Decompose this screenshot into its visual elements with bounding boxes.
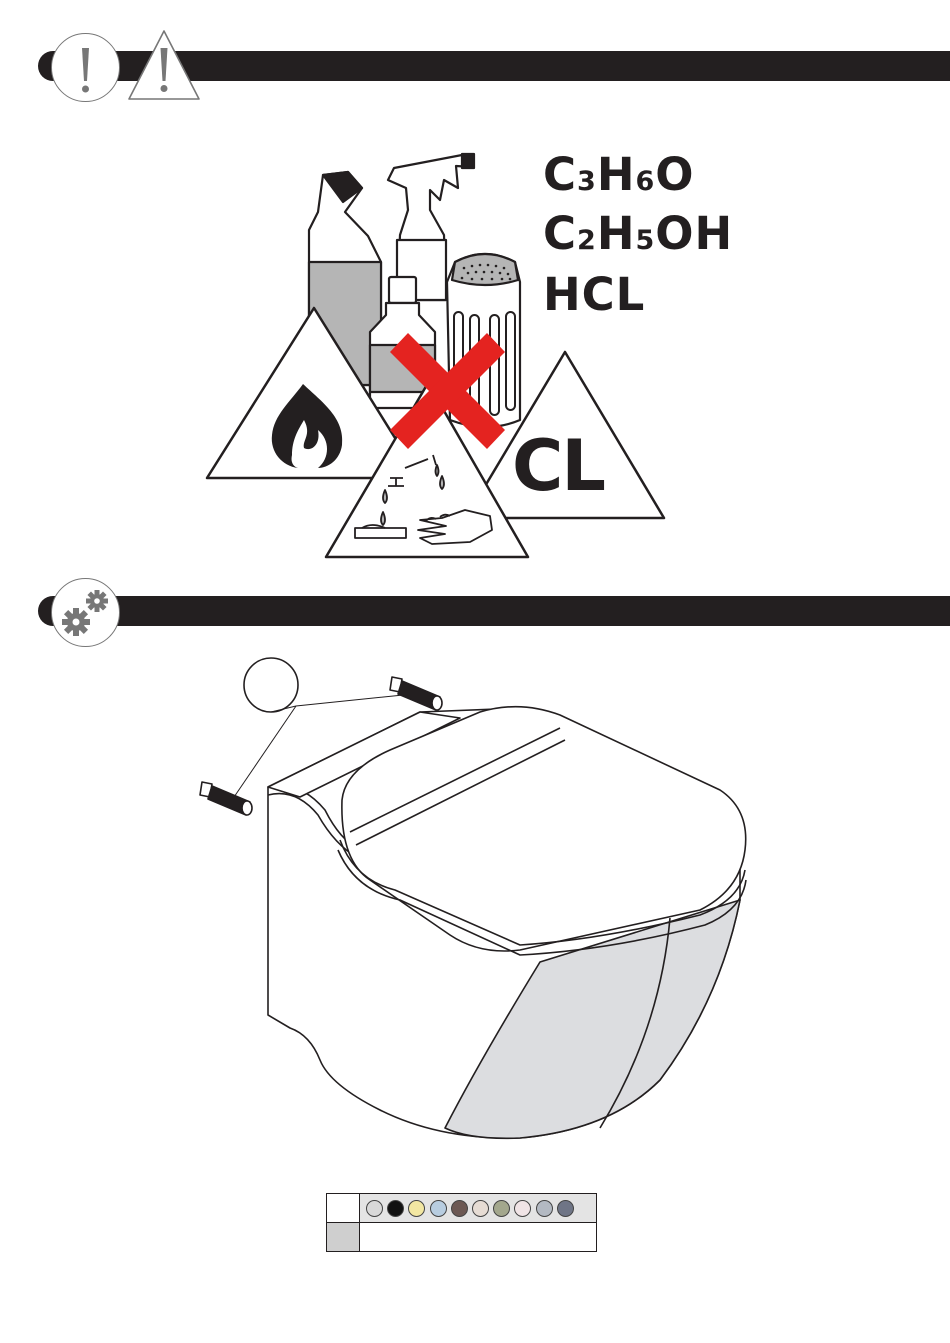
fixing-bolt [390,677,442,710]
color-swatch [493,1200,510,1217]
color-swatch [514,1200,531,1217]
formula-symbol: C [543,207,577,260]
color-swatch [408,1200,425,1217]
color-swatch [366,1200,383,1217]
warning-triangle-icon [126,28,202,102]
exclamation-circle-icon [51,33,120,102]
formula-symbol: O [655,148,694,201]
color-swatch-table [326,1193,597,1252]
formula-symbol: HCL [543,268,645,321]
color-swatch [430,1200,447,1217]
formula-subscript: 2 [577,225,597,256]
formula-acetone: C3H6O [543,152,695,197]
swatch-empty-row [360,1223,597,1252]
formula-subscript: 6 [636,166,656,197]
part-callout-circle [244,658,298,712]
formula-ethanol: C2H5OH [543,211,733,256]
formula-symbol: H [597,148,636,201]
swatch-row-label-shaded [327,1223,360,1252]
formula-subscript: 5 [636,225,656,256]
color-swatch [451,1200,468,1217]
gears-icon [51,578,120,647]
formula-symbol: H [597,207,636,260]
swatch-color-row [360,1194,597,1223]
formula-symbol: C [543,148,577,201]
color-swatch [536,1200,553,1217]
swatch-row-label [327,1194,360,1223]
chlorine-label: CL [512,425,604,507]
assembly-header-bar [38,596,950,626]
color-swatch [387,1200,404,1217]
fixing-bolt [200,782,252,815]
wall-hung-toilet-illustration [190,655,760,1145]
formula-subscript: 3 [577,166,597,197]
color-swatch [557,1200,574,1217]
formula-symbol: OH [655,207,733,260]
formula-hydrochloric-acid: HCL [543,272,645,317]
color-swatch [472,1200,489,1217]
